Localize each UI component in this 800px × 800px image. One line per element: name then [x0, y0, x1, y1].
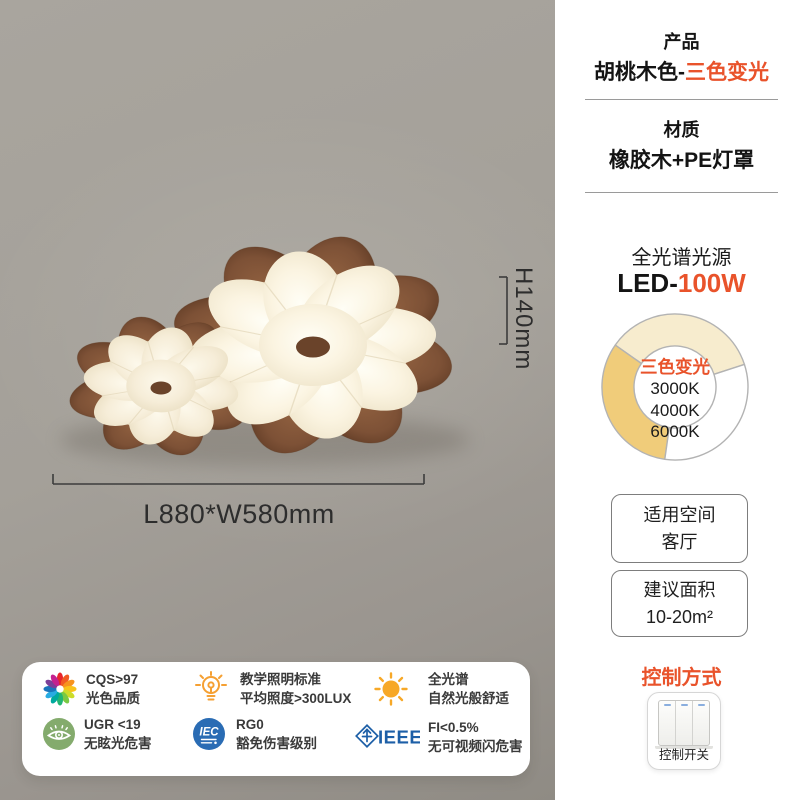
switch-rocker [692, 701, 709, 745]
color-temperature-donut [601, 313, 749, 461]
area-box-value: 10-20m² [645, 607, 714, 627]
switch-pip [680, 704, 688, 706]
feature-line1: FI<0.5% [428, 720, 479, 735]
flower-ceiling-lamp-illustration [52, 236, 508, 485]
product-name: 胡桃木色-三色变光 [585, 56, 778, 86]
iec-badge-text: IEC [199, 727, 219, 739]
area-box-title: 建议面积 [643, 580, 716, 600]
temp-4000k: 4000K [650, 400, 700, 420]
feature-no-glare: UGR <19 无眩光危害 [42, 715, 152, 753]
bulb-icon [195, 671, 227, 701]
product-label: 产品 [663, 32, 700, 52]
eye-icon [43, 718, 75, 750]
ieee-icon: IEEE [355, 724, 420, 748]
color-wheel-icon [43, 672, 77, 706]
feature-no-flicker: IEEE FI<0.5% 无可视频闪危害 [354, 718, 523, 756]
feature-line2: 无眩光危害 [84, 736, 152, 751]
switch-rocker [659, 701, 675, 745]
big-flower-center [296, 336, 330, 358]
feature-line2: 豁免伤害级别 [236, 736, 317, 751]
feature-line1: 全光谱 [428, 672, 469, 687]
feature-line2: 平均照度>300LUX [240, 691, 352, 706]
donut-center-text: 三色变光 3000K 4000K 6000K [613, 356, 737, 443]
height-dimension-bracket [499, 276, 508, 345]
donut-title: 三色变光 [640, 357, 710, 377]
switch-rocker [675, 701, 692, 745]
material-label: 材质 [663, 120, 700, 140]
suggested-area-box: 建议面积 10-20m² [611, 570, 748, 637]
divider [585, 192, 778, 193]
feature-full-spectrum: 全光谱 自然光般舒适 [372, 670, 509, 708]
led-prefix: LED- [617, 268, 678, 298]
height-dimension-label: H140mm [510, 267, 537, 371]
feature-line1: UGR <19 [84, 717, 141, 732]
feature-line2: 自然光般舒适 [428, 691, 509, 706]
feature-photobio-safety: IEC RG0 豁免伤害级别 [192, 715, 317, 753]
sun-icon [374, 672, 408, 706]
applicable-space-box: 适用空间 客厅 [611, 494, 748, 563]
iec-icon: IEC [193, 718, 225, 750]
space-box-value: 客厅 [661, 532, 698, 552]
features-card [22, 662, 530, 776]
temp-3000k: 3000K [650, 379, 700, 398]
product-name-highlight: 三色变光 [685, 61, 769, 84]
donut-segment-warm [614, 313, 746, 375]
space-box-title: 适用空间 [643, 505, 716, 525]
lamp-photo-area: L880*W580mm H140mm [0, 0, 555, 800]
info-panel: 产品 胡桃木色-三色变光 材质 橡胶木+PE灯罩 全光谱光源 LED-100W … [555, 0, 800, 800]
switch-base [655, 746, 713, 749]
switch-pip [697, 704, 705, 706]
small-flower-shade [83, 327, 239, 445]
temp-6000k: 6000K [650, 422, 700, 441]
feature-teaching-standard: 教学照明标准 平均照度>300LUX [192, 670, 351, 708]
feature-line2: 无可视频闪危害 [428, 739, 523, 754]
feature-line1: 教学照明标准 [240, 672, 321, 687]
width-dimension-label: L880*W580mm [143, 499, 335, 529]
material-value: 橡胶木+PE灯罩 [608, 149, 755, 172]
donut-segment-white [664, 363, 749, 461]
feature-line2: 光色品质 [86, 691, 140, 706]
width-dimension-line [52, 474, 425, 485]
wall-switch-icon [658, 700, 710, 746]
led-wattage: LED-100W [585, 268, 778, 299]
product-name-prefix: 胡桃木色- [594, 61, 685, 84]
small-flower-center [150, 381, 172, 395]
feature-color-quality: CQS>97 光色品质 [42, 670, 140, 708]
feature-line1: RG0 [236, 717, 264, 732]
wall-switch-card: 控制开关 [647, 692, 721, 770]
ieee-badge-text: IEEE [378, 727, 420, 748]
feature-line1: CQS>97 [86, 672, 139, 687]
big-flower-shade [189, 251, 437, 439]
control-method-label: 控制方式 [641, 667, 722, 689]
switch-pip [663, 704, 671, 706]
donut-segment-gold [601, 344, 670, 460]
divider [585, 99, 778, 100]
light-source-label: 全光谱光源 [631, 247, 732, 269]
led-watts: 100W [677, 268, 746, 298]
switch-label: 控制开关 [658, 748, 709, 762]
